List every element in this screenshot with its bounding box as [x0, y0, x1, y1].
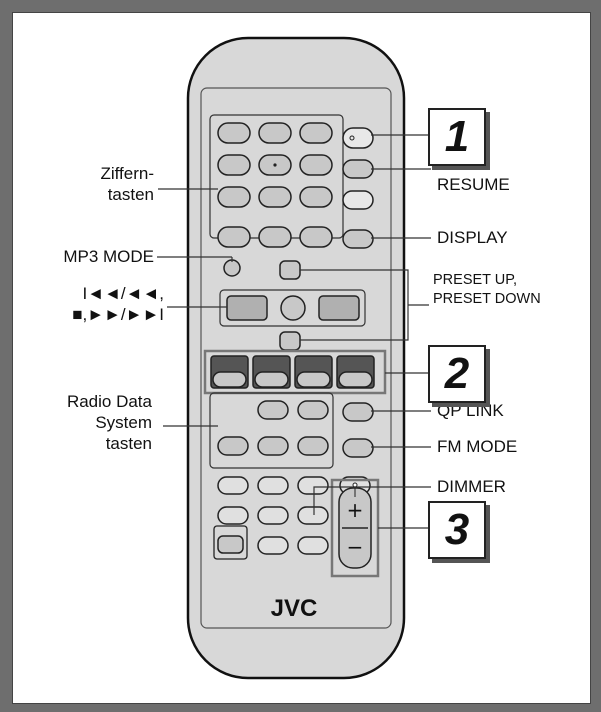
volume-plus[interactable]: + — [347, 498, 364, 522]
label-preset-line2: PRESET DOWN — [433, 291, 541, 307]
num-key-6[interactable] — [299, 154, 333, 176]
key-dot — [273, 163, 277, 167]
mp3-mode-button[interactable] — [223, 259, 241, 277]
num-key-8[interactable] — [258, 186, 292, 208]
label-fm-mode: FM MODE — [437, 437, 518, 456]
source-key-4[interactable] — [338, 371, 373, 388]
label-rds-line3: tasten — [105, 434, 152, 453]
num-key-0[interactable] — [258, 226, 292, 248]
forward-button[interactable] — [318, 295, 360, 321]
callout-1: 1 — [428, 108, 486, 166]
lower-key-3[interactable] — [297, 476, 329, 495]
leader-dimmer — [313, 486, 431, 515]
label-skip-line2: ■,►►/►►I — [72, 305, 164, 324]
standby-button[interactable] — [342, 127, 374, 149]
label-rds-line1: Radio Data — [66, 392, 152, 411]
rds-key-4[interactable] — [257, 436, 289, 456]
lower-key-2[interactable] — [257, 476, 289, 495]
label-ziffern: Ziffern- tasten — [100, 163, 154, 205]
label-preset-line1: PRESET UP, — [433, 272, 518, 288]
label-preset: PRESET UP, PRESET DOWN — [433, 271, 541, 309]
preset-down-button[interactable] — [279, 331, 301, 351]
num-key-4[interactable] — [217, 154, 251, 176]
right-key-3[interactable] — [342, 190, 374, 210]
rds-key-1[interactable] — [257, 400, 289, 420]
lower-key-1[interactable] — [217, 476, 249, 495]
lower-key-9[interactable] — [297, 536, 329, 555]
num-key-10[interactable] — [217, 226, 251, 248]
rds-panel — [209, 392, 334, 469]
dimmer-button[interactable] — [297, 506, 329, 525]
source-key-1[interactable] — [212, 371, 247, 388]
rds-key-2[interactable] — [297, 400, 329, 420]
lower-key-5[interactable] — [217, 506, 249, 525]
label-dimmer: DIMMER — [437, 477, 506, 496]
transport-panel — [219, 289, 366, 327]
label-skip: I◄◄/◄◄, ■,►►/►►I — [72, 283, 164, 325]
lower-key-6[interactable] — [257, 506, 289, 525]
display-button[interactable] — [342, 229, 374, 249]
remote-diagram: + − JVC — [157, 36, 431, 680]
label-rds: Radio Data System tasten — [67, 391, 152, 454]
square-button-frame — [213, 525, 248, 560]
callout-3: 3 — [428, 501, 486, 559]
num-key-7[interactable] — [217, 186, 251, 208]
label-skip-line1: I◄◄/◄◄, — [82, 284, 164, 303]
label-qp-link: QP LINK — [437, 401, 504, 420]
source-key-2[interactable] — [254, 371, 289, 388]
num-key-9[interactable] — [299, 186, 333, 208]
rewind-button[interactable] — [226, 295, 268, 321]
label-mp3-mode: MP3 MODE — [63, 247, 154, 266]
volume-minus[interactable]: − — [347, 535, 364, 559]
figure-frame: + − JVC Ziffern- tasten MP3 MODE — [12, 12, 591, 704]
num-key-extra[interactable] — [299, 226, 333, 248]
num-key-2[interactable] — [258, 122, 292, 144]
label-rds-line2: System — [95, 413, 152, 432]
set-resume-button[interactable] — [342, 159, 374, 179]
label-set-line2: RESUME — [437, 175, 510, 194]
label-ziffern-line1: Ziffern- — [100, 164, 154, 183]
label-ziffern-line2: tasten — [107, 185, 154, 204]
brand-logo: JVC — [271, 595, 318, 622]
num-key-1[interactable] — [217, 122, 251, 144]
square-button[interactable] — [217, 535, 244, 554]
rds-key-3[interactable] — [217, 436, 249, 456]
standby-led-icon — [349, 135, 355, 141]
callout-2: 2 — [428, 345, 486, 403]
fm-mode-button[interactable] — [342, 438, 374, 458]
stop-button[interactable] — [280, 295, 306, 321]
rds-key-5[interactable] — [297, 436, 329, 456]
label-display: DISPLAY — [437, 228, 508, 247]
qp-link-button[interactable] — [342, 402, 374, 422]
num-key-3[interactable] — [299, 122, 333, 144]
source-key-3[interactable] — [296, 371, 331, 388]
lower-key-8[interactable] — [257, 536, 289, 555]
preset-up-button[interactable] — [279, 260, 301, 280]
